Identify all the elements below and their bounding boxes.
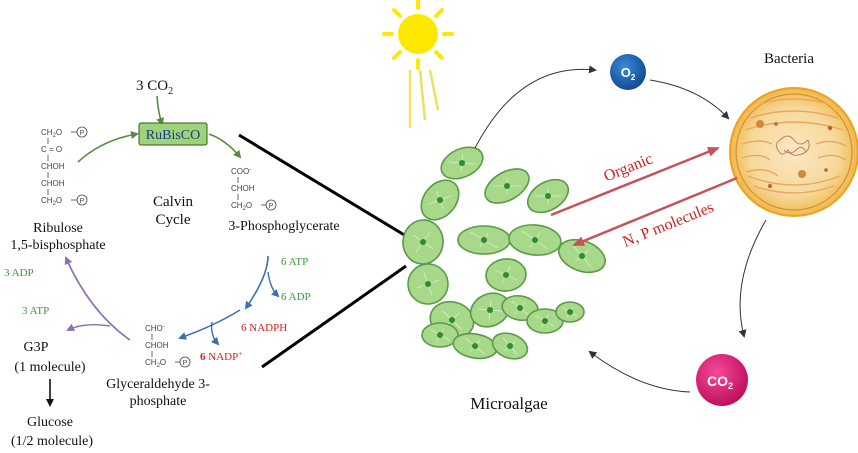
zoom-line-top	[238, 133, 407, 238]
svg-text:CH2O: CH2O	[145, 358, 166, 369]
svg-text:CH2O: CH2O	[41, 196, 62, 207]
pga-label: 3-Phosphoglycerate	[228, 219, 339, 234]
nadp-branch-arrow	[210, 321, 220, 346]
algae-nucleus	[567, 309, 573, 315]
g3p-label-2: (1 molecule)	[14, 360, 85, 375]
rubisco-to-pga-arrow	[208, 133, 242, 159]
algae-nucleus	[487, 307, 493, 313]
algae-nucleus	[449, 317, 455, 323]
rubp-structure: CH2O P C = O CHOH CHOH CH2O P	[41, 126, 88, 207]
rubp-to-rubisco-arrow	[77, 131, 139, 163]
microalgae-label: Microalgae	[470, 394, 547, 413]
algae-nucleus	[459, 160, 465, 166]
algae-nucleus	[517, 305, 523, 311]
svg-text:P: P	[80, 130, 85, 137]
algae-nucleus	[437, 332, 443, 338]
bacteria-cell	[729, 87, 858, 217]
bacteria-to-co2-arrow	[738, 219, 767, 338]
svg-text:CH2O: CH2O	[231, 201, 252, 212]
o2-label: O2	[621, 65, 636, 82]
svg-text:CHOH: CHOH	[41, 162, 65, 171]
algae-nucleus	[425, 281, 431, 287]
calvin-cycle-label-2: Cycle	[156, 212, 191, 228]
algae-nucleus	[507, 343, 513, 349]
o2-to-bacteria-arrow	[649, 79, 730, 120]
np-arrow	[572, 176, 738, 247]
g3p-label-1: G3P	[24, 340, 49, 355]
gald-structure: CHO- CHOH CH2O P	[145, 324, 191, 369]
svg-text:P: P	[183, 360, 188, 367]
g3p-branch-arrow	[66, 323, 111, 331]
co2-label: CO2	[707, 373, 733, 391]
svg-text:CHO-: CHO-	[145, 324, 165, 333]
algae-nucleus	[579, 253, 585, 259]
o2-bubble	[610, 54, 646, 90]
algae-nucleus	[481, 237, 487, 243]
microalgae-cells	[402, 146, 606, 360]
co2-bubble	[696, 354, 748, 406]
svg-text:C = O: C = O	[41, 145, 62, 154]
algae-to-o2-arrow	[474, 65, 597, 149]
adp6-label: 6 ADP	[281, 291, 311, 303]
svg-text:P: P	[80, 198, 85, 205]
co2-input-label: 3 CO2	[136, 78, 173, 97]
svg-text:P: P	[269, 203, 274, 210]
organic-arrow	[550, 146, 720, 217]
g3p-to-rubp-arrow	[64, 256, 131, 341]
co2-to-rubisco-arrow	[156, 95, 164, 126]
svg-text:CHOH: CHOH	[231, 184, 255, 193]
glucose-label-1: Glucose	[27, 415, 73, 430]
atp3-label: 3 ATP	[22, 305, 49, 317]
algae-nucleus	[504, 183, 510, 189]
bacteria-label: Bacteria	[764, 51, 814, 67]
pga-structure: COO- CHOH CH2O P	[231, 167, 277, 212]
blue-to-g3p-arrow	[178, 309, 241, 340]
algae-nucleus	[545, 193, 551, 199]
adp3-label: 3 ADP	[4, 267, 34, 279]
atp6-label: 6 ATP	[281, 256, 308, 268]
algae-nucleus	[437, 197, 443, 203]
co2-to-algae-arrow	[588, 350, 691, 393]
svg-text:COO-: COO-	[231, 167, 251, 176]
svg-text:CHOH: CHOH	[41, 179, 65, 188]
algae-nucleus	[503, 272, 509, 278]
glucose-label-2: (1/2 molecule)	[11, 434, 93, 449]
rubp-label-1: Ribulose	[33, 221, 83, 236]
gald-label-1: Glyceraldehyde 3-	[106, 377, 210, 392]
atp-branch-arrow	[267, 271, 280, 298]
sun-icon	[382, 0, 454, 70]
nadp-label: 6 NADP+	[200, 350, 242, 363]
algae-nucleus	[542, 318, 548, 324]
svg-text:CH2O: CH2O	[41, 128, 62, 139]
algae-nucleus	[420, 239, 426, 245]
sun-rays	[408, 69, 440, 128]
pga-down-arrow	[244, 255, 269, 310]
algae-nucleus	[532, 237, 538, 243]
rubisco-label: RuBisCO	[146, 128, 200, 143]
algae-nucleus	[472, 343, 478, 349]
rubp-label-2: 1,5-bisphosphate	[10, 238, 105, 253]
gald-label-2: phosphate	[130, 394, 187, 409]
nadph-label: 6 NADPH	[241, 322, 287, 334]
organic-label: Organic	[601, 150, 655, 185]
calvin-cycle-label-1: Calvin	[153, 194, 193, 210]
rubisco-box	[138, 122, 208, 146]
zoom-line-bottom	[261, 264, 407, 369]
svg-text:CHOH: CHOH	[145, 341, 169, 350]
